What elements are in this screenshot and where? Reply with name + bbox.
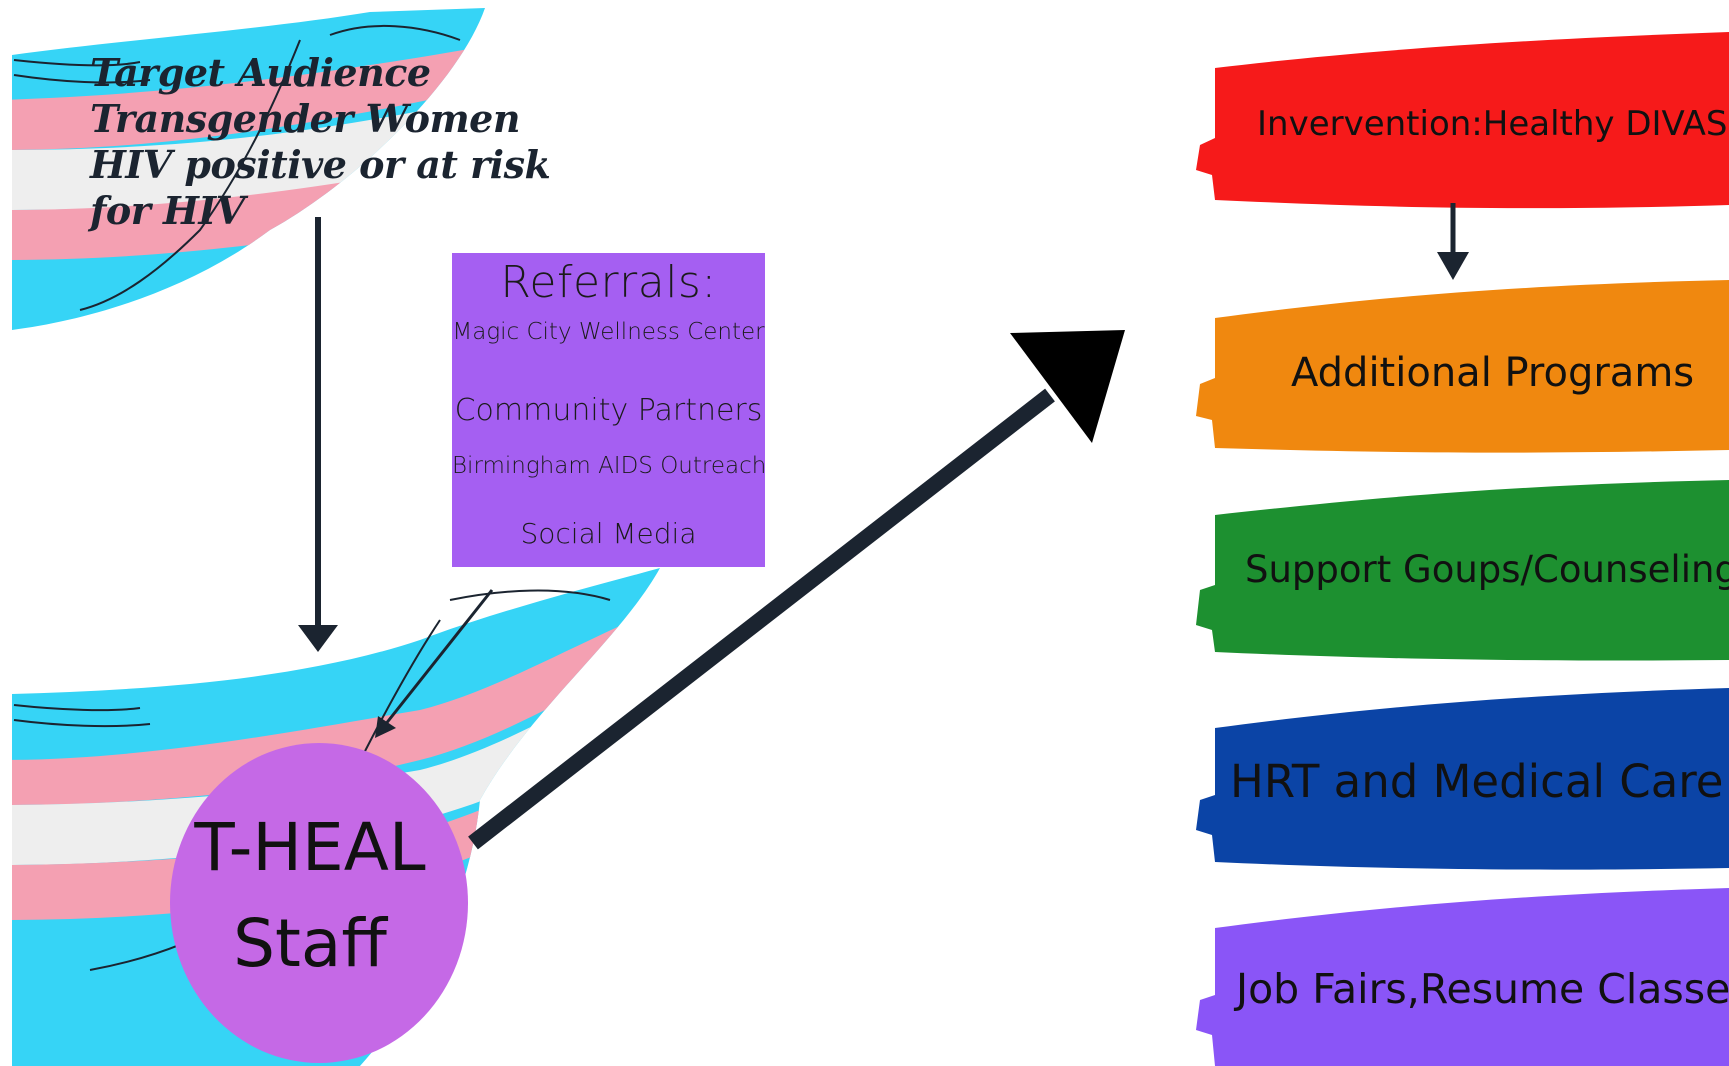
program-band-3 — [1196, 480, 1729, 661]
arrows — [298, 203, 1469, 850]
program-band-5 — [1196, 888, 1729, 1066]
program-label: Invervention:Healthy DIVAS — [1257, 104, 1728, 144]
target-audience-text: Target Audience Transgender Women HIV po… — [90, 50, 650, 234]
arrow-staff-to-programs — [468, 330, 1125, 850]
referral-item: Birmingham AIDS Outreach — [452, 453, 767, 479]
staff-line-1: T-HEAL — [194, 809, 426, 886]
program-band-2 — [1196, 280, 1729, 453]
staff-line-2: Staff — [233, 905, 387, 982]
referral-item: Magic City Wellness Center — [452, 319, 765, 345]
target-line-3: HIV positive or at risk — [90, 142, 551, 187]
program-label: Job Fairs,Resume Classes — [1236, 965, 1729, 1013]
program-label: Additional Programs — [1291, 350, 1695, 396]
referrals-title: Referrals: — [500, 257, 717, 308]
arrow-intervention-to-programs — [1437, 203, 1469, 280]
referral-item: Social Media — [520, 517, 697, 550]
program-band-1 — [1196, 32, 1729, 209]
target-line-2: Transgender Women — [90, 96, 520, 141]
target-line-1: Target Audience — [90, 50, 431, 95]
referrals-box: Referrals: Magic City Wellness Center Co… — [452, 253, 767, 567]
staff-label: T-HEAL Staff — [170, 800, 450, 992]
target-line-4: for HIV — [90, 188, 245, 233]
arrow-referrals-to-staff — [375, 589, 494, 738]
program-label: HRT and Medical Care — [1230, 755, 1724, 808]
staff-circle — [170, 743, 468, 1063]
referral-item: Community Partners — [454, 393, 763, 428]
program-band-4 — [1196, 688, 1729, 870]
program-bands — [1196, 32, 1729, 1066]
arrow-target-to-staff — [298, 217, 338, 652]
program-label: Support Goups/Counseling — [1245, 548, 1729, 591]
